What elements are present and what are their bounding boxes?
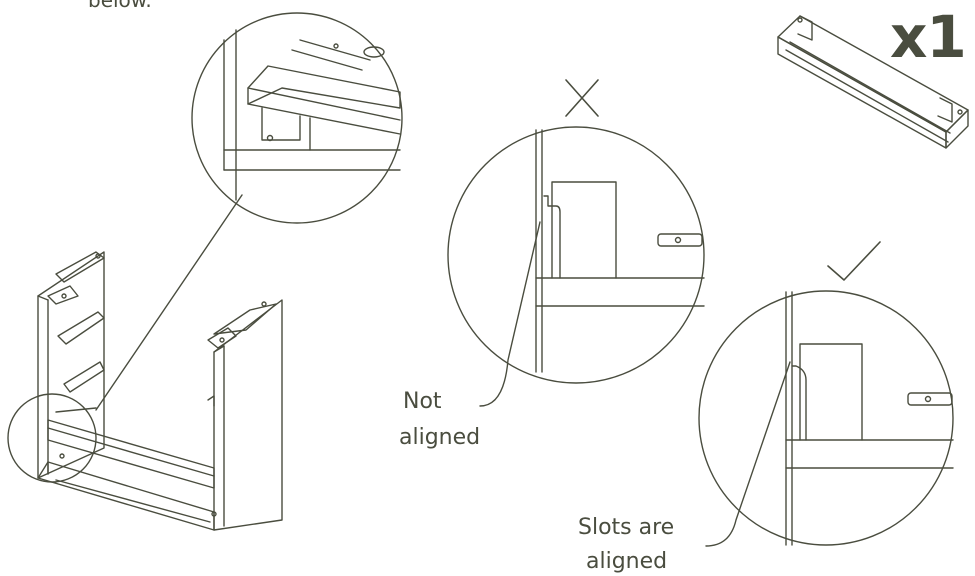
aligned-label-line1: Slots are [578, 515, 675, 540]
correct-alignment-detail [698, 241, 954, 547]
not-aligned-label-line2: aligned [399, 425, 481, 450]
aligned-label-line2: aligned [586, 549, 668, 574]
zoom-detail-top [191, 12, 403, 224]
cabinet-frame [37, 251, 283, 531]
zoom-leader-line [95, 194, 243, 411]
instruction-text-fragment: below. [88, 0, 152, 12]
zoom-source-circle [7, 393, 97, 483]
cross-icon [565, 79, 599, 117]
front-rail-part [777, 15, 969, 149]
not-aligned-label-line1: Not [403, 389, 442, 414]
wrong-alignment-detail [447, 79, 705, 407]
quantity-label: x1 [890, 3, 967, 71]
checkmark-icon [827, 241, 881, 281]
